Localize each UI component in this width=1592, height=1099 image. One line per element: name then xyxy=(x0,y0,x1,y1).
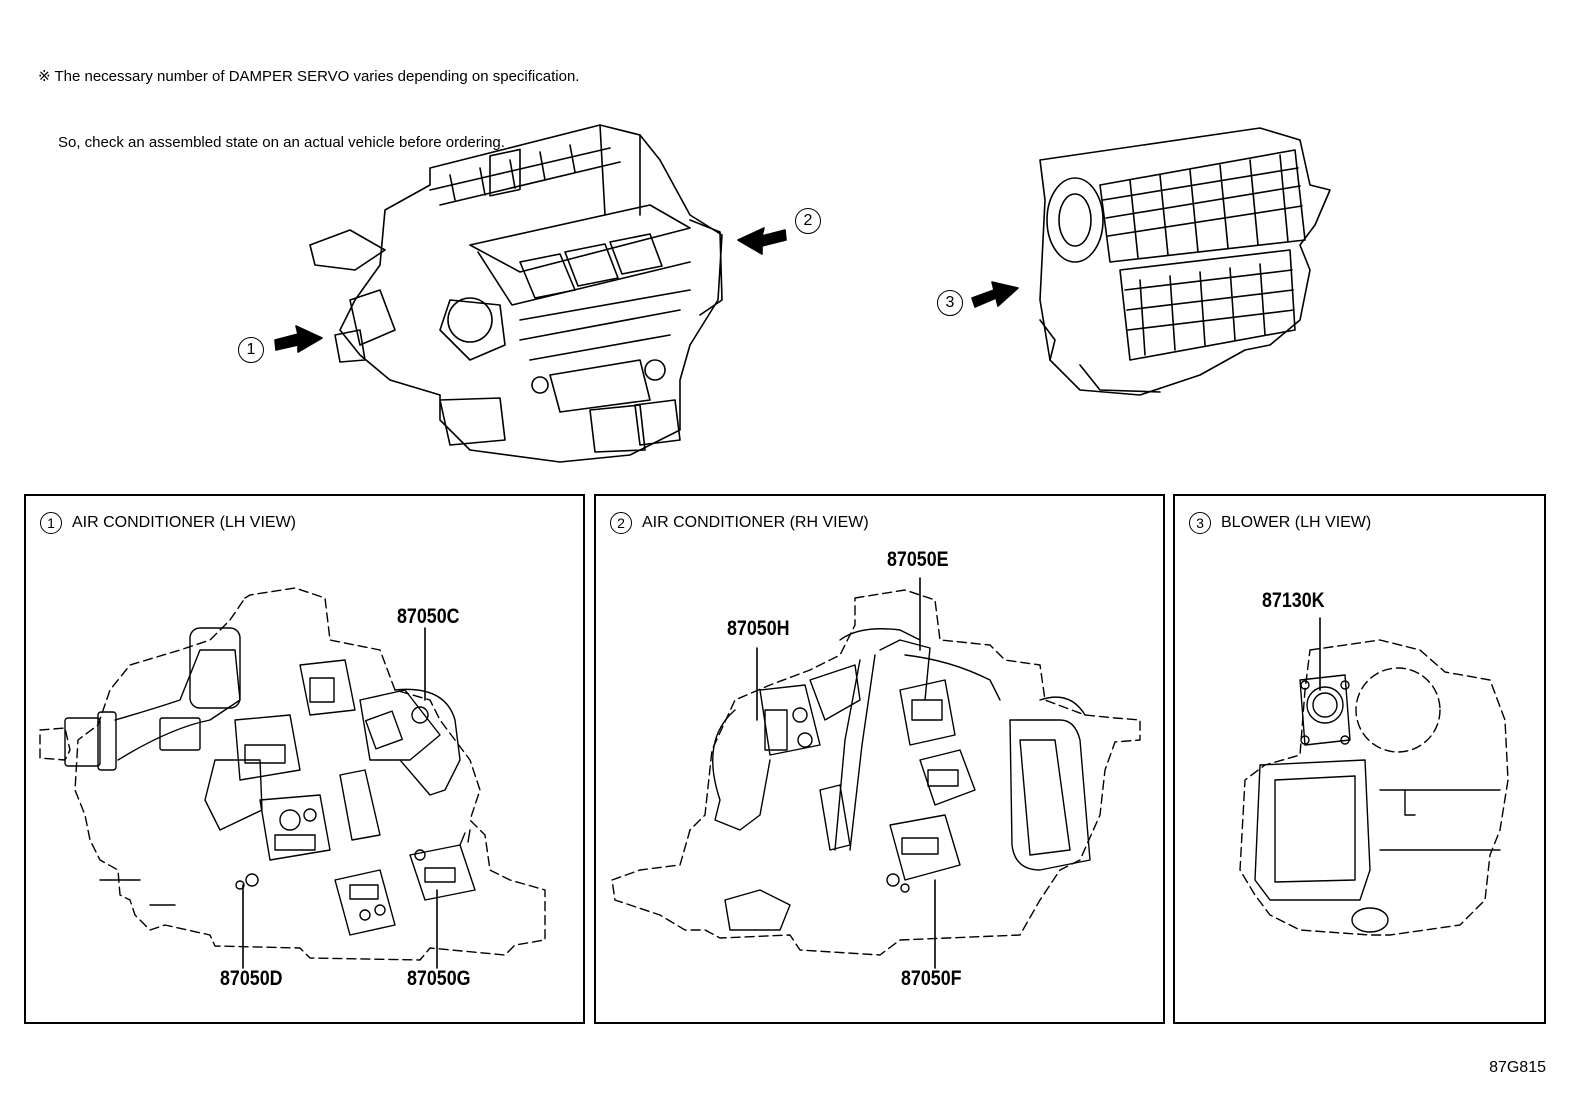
panel-title-text: AIR CONDITIONER (RH VIEW) xyxy=(642,514,869,531)
part-number-87050H[interactable]: 87050H xyxy=(727,617,790,640)
arrow-right-icon xyxy=(274,325,323,353)
panel-number: 2 xyxy=(610,512,632,534)
part-number-87050D[interactable]: 87050D xyxy=(220,967,283,990)
panel-number: 1 xyxy=(40,512,62,534)
panel-blower-lh-view: 3 BLOWER (LH VIEW) xyxy=(1173,494,1546,1024)
callout-number: 3 xyxy=(937,290,963,316)
panel-ac-lh-view: 1 AIR CONDITIONER (LH VIEW) xyxy=(24,494,585,1024)
callout-number: 2 xyxy=(795,208,821,234)
panel-title: 3 BLOWER (LH VIEW) xyxy=(1189,512,1371,534)
panel-title: 1 AIR CONDITIONER (LH VIEW) xyxy=(40,512,296,534)
panel-number: 3 xyxy=(1189,512,1211,534)
arrow-right-icon xyxy=(971,281,1019,308)
part-number-87050G[interactable]: 87050G xyxy=(407,967,471,990)
part-number-87050E[interactable]: 87050E xyxy=(887,548,949,571)
overview-callout-1: 1 xyxy=(238,337,264,363)
overview-callout-3: 3 xyxy=(937,290,963,316)
part-number-87050F[interactable]: 87050F xyxy=(901,967,962,990)
arrow-left-icon xyxy=(737,227,787,255)
part-number-87130K[interactable]: 87130K xyxy=(1262,589,1325,612)
note-line-1: ※ The necessary number of DAMPER SERVO v… xyxy=(38,68,580,85)
overview-ac-unit-drawing xyxy=(309,124,723,463)
panel-title: 2 AIR CONDITIONER (RH VIEW) xyxy=(610,512,869,534)
panel-title-text: AIR CONDITIONER (LH VIEW) xyxy=(72,514,297,531)
overview-callout-2: 2 xyxy=(795,208,821,234)
note-line-2: So, check an assembled state on an actua… xyxy=(58,134,505,151)
part-number-87050C[interactable]: 87050C xyxy=(397,605,460,628)
overview-blower-unit-drawing xyxy=(1039,127,1331,396)
specification-note: ※ The necessary number of DAMPER SERVO v… xyxy=(38,22,579,176)
panel-title-text: BLOWER (LH VIEW) xyxy=(1221,514,1372,531)
callout-number: 1 xyxy=(238,337,264,363)
panel-ac-rh-view: 2 AIR CONDITIONER (RH VIEW) xyxy=(594,494,1165,1024)
diagram-reference-code: 87G815 xyxy=(1489,1059,1546,1076)
